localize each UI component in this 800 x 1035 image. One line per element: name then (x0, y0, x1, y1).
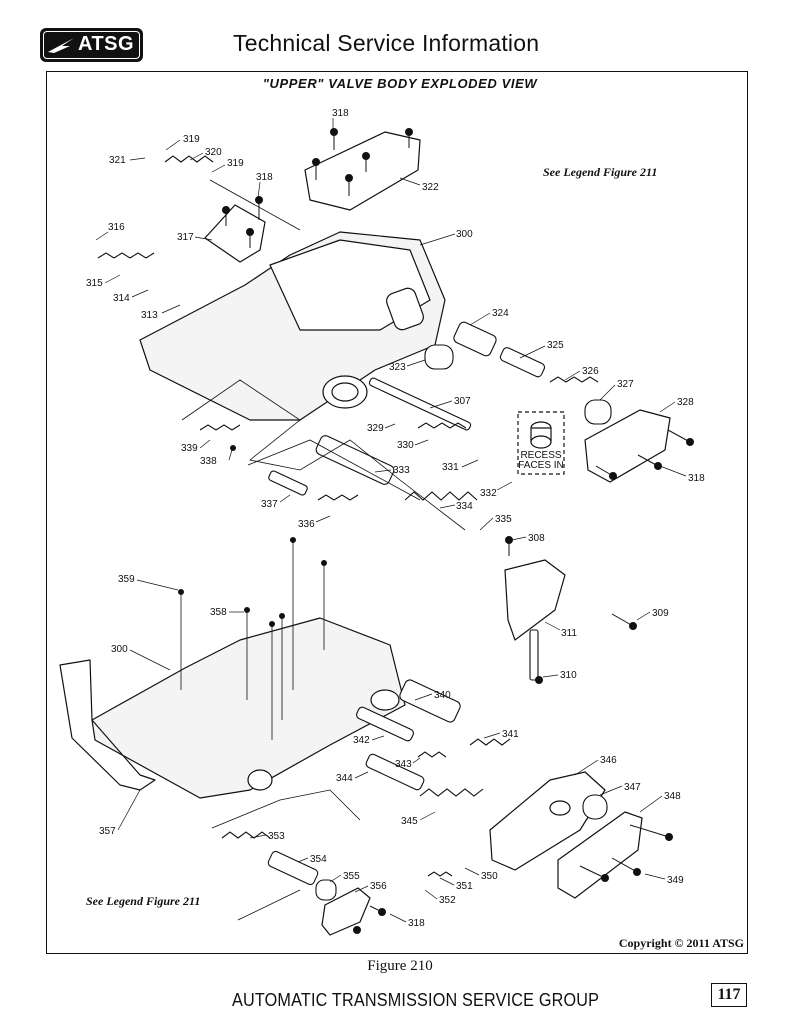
logo-wing-icon (48, 38, 74, 53)
part-label: 337 (261, 499, 278, 510)
logo-text: ATSG (78, 33, 135, 55)
part-label: 335 (495, 514, 512, 525)
part-label: 315 (86, 278, 103, 289)
plate-328 (584, 409, 671, 483)
part-label: 319 (227, 158, 244, 169)
part-label: 325 (547, 340, 564, 351)
part-label: 318 (332, 108, 349, 119)
page-title: Technical Service Information (233, 30, 540, 56)
part-label: 342 (353, 735, 370, 746)
part-label: 357 (99, 826, 116, 837)
part-label: 320 (205, 147, 222, 158)
part-label: 300 (111, 644, 128, 655)
part-label: 319 (183, 134, 200, 145)
recess-note-line-2: FACES IN (518, 460, 564, 471)
part-label: 310 (560, 670, 577, 681)
cover-plate-322 (304, 131, 421, 211)
part-label: 309 (652, 608, 669, 619)
page-number: 117 (711, 983, 747, 1007)
part-label: 348 (664, 791, 681, 802)
bracket-317 (204, 204, 266, 263)
part-label: 318 (688, 473, 705, 484)
part-label: 314 (113, 293, 130, 304)
part-label: 313 (141, 310, 158, 321)
part-label: 359 (118, 574, 135, 585)
part-label: 326 (582, 366, 599, 377)
part-label: 354 (310, 854, 327, 865)
plate-348 (557, 811, 643, 899)
part-label: 340 (434, 690, 451, 701)
diagram-frame (46, 71, 748, 954)
part-label: 351 (456, 881, 473, 892)
atsg-logo: ATSG (40, 28, 143, 62)
part-label: 334 (456, 501, 473, 512)
part-label: 352 (439, 895, 456, 906)
part-label: 356 (370, 881, 387, 892)
part-label: 324 (492, 308, 509, 319)
figure-caption: Figure 210 (367, 958, 433, 974)
part-label: 323 (389, 362, 406, 373)
diagram-title: "UPPER" VALVE BODY EXPLODED VIEW (262, 76, 538, 91)
part-label: 336 (298, 519, 315, 530)
part-label: 338 (200, 456, 217, 467)
part-label: 329 (367, 423, 384, 434)
part-label: 308 (528, 533, 545, 544)
part-label: 343 (395, 759, 412, 770)
part-label: 300 (456, 229, 473, 240)
part-label: 339 (181, 443, 198, 454)
part-label: 358 (210, 607, 227, 618)
part-label: 349 (667, 875, 684, 886)
part-label: 318 (408, 918, 425, 929)
part-label: 317 (177, 232, 194, 243)
legend-note-bottom: See Legend Figure 211 (86, 894, 201, 908)
part-label: 353 (268, 831, 285, 842)
part-label: 318 (256, 172, 273, 183)
lower-valve-body (91, 617, 406, 799)
part-label: 307 (454, 396, 471, 407)
part-label: 332 (480, 488, 497, 499)
part-label: 311 (561, 628, 577, 639)
part-label: 355 (343, 871, 360, 882)
part-label: 331 (442, 462, 459, 473)
footer-organization: AUTOMATIC TRANSMISSION SERVICE GROUP (232, 990, 600, 1010)
bracket-311 (504, 559, 566, 641)
part-label: 345 (401, 816, 418, 827)
part-label: 350 (481, 871, 498, 882)
copyright: Copyright © 2011 ATSG (618, 936, 744, 950)
part-label: 330 (397, 440, 414, 451)
part-label: 322 (422, 182, 439, 193)
part-label: 316 (108, 222, 125, 233)
part-label: 341 (502, 729, 519, 740)
part-label: 333 (393, 465, 410, 476)
part-labels: 318 319 320 321 319 322 318 316 317 300 … (86, 108, 705, 929)
part-label: 327 (617, 379, 634, 390)
part-label: 346 (600, 755, 617, 766)
plate-356 (321, 887, 371, 936)
part-label: 347 (624, 782, 641, 793)
part-label: 344 (336, 773, 353, 784)
legend-note-top: See Legend Figure 211 (543, 165, 658, 179)
part-label: 321 (109, 155, 126, 166)
recess-note-line-1: RECESS (520, 450, 561, 461)
part-label: 328 (677, 397, 694, 408)
